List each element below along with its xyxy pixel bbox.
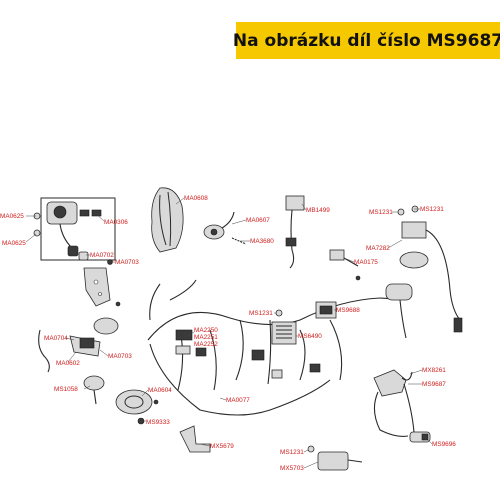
relay-ms9688 xyxy=(315,301,337,319)
label-ma0608: MA0608 xyxy=(184,195,208,202)
label-ma0703-b: MA0703 xyxy=(108,353,132,360)
voltage-regulator xyxy=(271,321,297,345)
label-ma2252: MA2252 xyxy=(194,341,218,348)
label-ms9688: MS9688 xyxy=(336,307,360,314)
grommets xyxy=(78,251,113,265)
relay-unit xyxy=(285,195,305,269)
label-mb1499: MB1499 xyxy=(306,207,330,214)
label-ma3680: MA3680 xyxy=(250,238,274,245)
ignition-coil-ms9687 xyxy=(373,369,431,443)
stator-cover xyxy=(151,187,184,253)
ignition-coil-top xyxy=(397,205,463,333)
cylinder-unit xyxy=(385,283,413,339)
label-ma0175: MA0175 xyxy=(354,259,378,266)
label-ms1231-b: MS1231 xyxy=(420,206,444,213)
main-wiring-harness xyxy=(147,279,411,416)
label-ma0607: MA0607 xyxy=(246,217,270,224)
label-ms6490: MS6490 xyxy=(298,333,322,340)
label-ms9333: MS9333 xyxy=(146,419,170,426)
bracket-mx5679 xyxy=(179,425,211,453)
label-ma2250: MA2250 xyxy=(194,327,218,334)
label-ma0604: MA0604 xyxy=(148,387,172,394)
horn xyxy=(83,375,105,405)
signal-speaker xyxy=(115,389,159,415)
label-ma2251: MA2251 xyxy=(194,334,218,341)
label-ms9687: MS9687 xyxy=(422,381,446,388)
ignition-switch-group xyxy=(33,197,116,261)
label-mx8261: MX8261 xyxy=(422,367,446,374)
title-banner: Na obrázku díl číslo MS9687 xyxy=(232,22,500,59)
label-ma0602: MA0602 xyxy=(56,360,80,367)
light-switch xyxy=(38,317,119,373)
banner-title: Na obrázku díl číslo MS9687 xyxy=(232,30,500,51)
label-ms1058: MS1058 xyxy=(54,386,78,393)
label-ms1231-c: MS1231 xyxy=(249,310,273,317)
pickup-sensor xyxy=(203,211,247,245)
label-mx5703: MX5703 xyxy=(280,465,304,472)
part-labels: MA0625 MA0625 MA0306 MA0608 MA0607 MA368… xyxy=(0,195,456,472)
label-ma0625-b: MA0625 xyxy=(2,240,26,247)
label-ms1231-d: MS1231 xyxy=(280,449,304,456)
label-ma0625-a: MA0625 xyxy=(0,213,24,220)
label-ma0704: MA0704 xyxy=(44,335,68,342)
label-ma0702: MA0702 xyxy=(90,252,114,259)
cdi-unit xyxy=(307,445,363,471)
cap-ms1231 xyxy=(275,309,283,317)
mounting-bracket xyxy=(83,267,121,325)
label-ma0703: MA0703 xyxy=(115,259,139,266)
label-ms9696: MS9696 xyxy=(432,441,456,448)
connector-small xyxy=(329,249,361,281)
part-ms9333 xyxy=(137,417,145,425)
label-ma0306: MA0306 xyxy=(104,219,128,226)
label-ma0077: MA0077 xyxy=(226,397,250,404)
label-mx5679: MX5679 xyxy=(210,443,234,450)
leader-lines xyxy=(25,197,433,469)
label-ms1231-a: MS1231 xyxy=(369,209,393,216)
label-ma7282: MA7282 xyxy=(366,245,390,252)
